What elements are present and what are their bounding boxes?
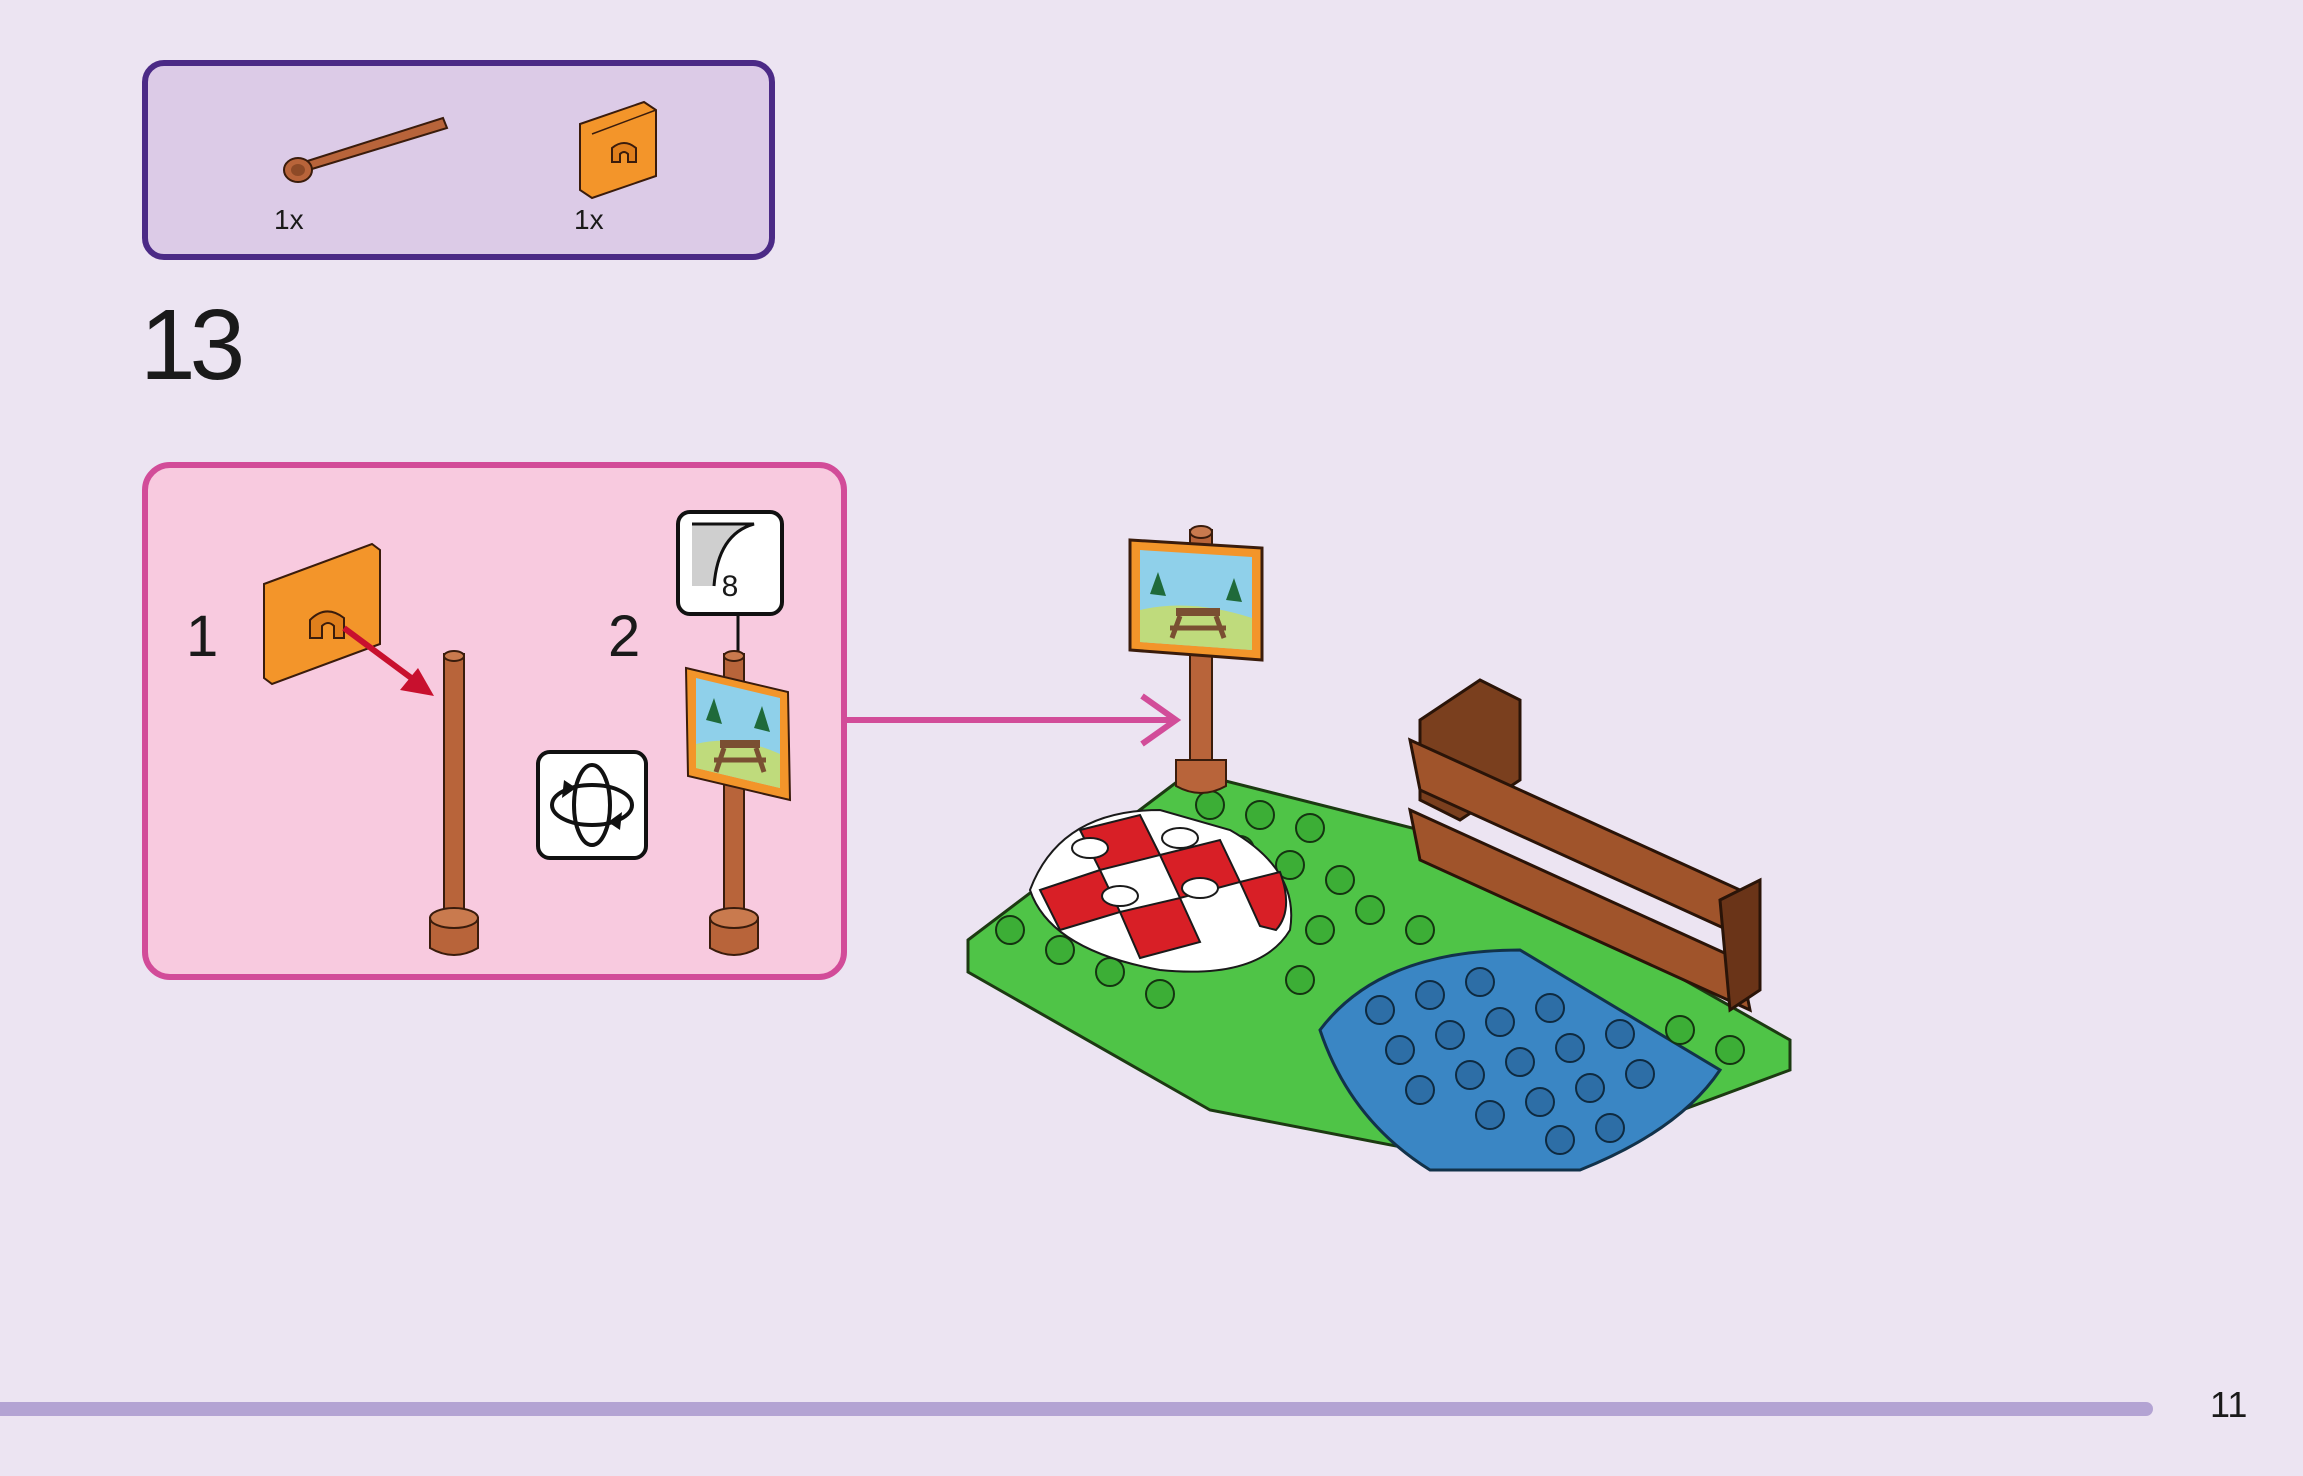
tile-with-clip-part-icon [572,96,672,206]
page-number: 11 [2210,1384,2247,1426]
bar-part-icon [268,106,468,186]
sign-post-assembly [684,648,794,968]
page-footer-bar [0,1402,2153,1416]
rotate-model-callout [536,750,648,860]
bar-part-icon [420,648,490,968]
part-quantity: 1x [274,204,304,236]
sub-step-number: 2 [608,608,640,666]
model-illustration [960,510,1810,1180]
sticker-number: 8 [680,570,780,604]
rotate-model-icon [546,760,638,850]
parts-list-box: 1x 1x [142,60,775,260]
step-number: 13 [140,295,239,395]
part-quantity: 1x [574,204,604,236]
sub-step-box: 1 2 8 [142,462,847,980]
sub-step-number: 1 [186,608,218,666]
sticker-callout: 8 [676,510,784,616]
